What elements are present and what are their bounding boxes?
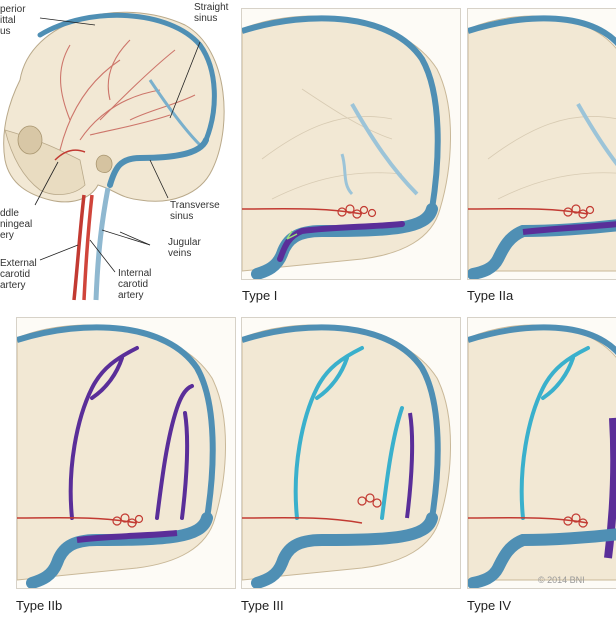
label-middle-meningeal-artery: ddle ningeal ery — [0, 208, 33, 241]
label-external-carotid-artery: External carotid artery — [0, 258, 37, 291]
eye-orbit — [17, 125, 43, 155]
label-internal-carotid-artery: Internal carotid artery — [118, 268, 152, 301]
caption-type-iib: Type IIb — [16, 598, 63, 613]
label-superior-sagittal-sinus: perior ittal us — [0, 4, 26, 37]
label-jugular-veins: Jugular veins — [168, 237, 201, 259]
label-straight-sinus: Straight sinus — [194, 2, 229, 24]
jugular-vein — [93, 187, 111, 301]
superior-sagittal-sinus — [37, 12, 217, 143]
caption-type-iii: Type III — [241, 598, 284, 613]
transverse-sinus — [107, 137, 209, 188]
straight-sinus — [148, 79, 202, 147]
panel-type-iia — [467, 8, 616, 280]
panel-type-iii — [241, 317, 461, 589]
external-carotid — [72, 194, 86, 301]
caption-type-iia: Type IIa — [467, 288, 514, 303]
caption-type-i: Type I — [242, 288, 278, 303]
panel-type-iib — [16, 317, 236, 589]
ear — [95, 154, 113, 174]
copyright-notice: © 2014 BNI — [538, 575, 585, 585]
caption-type-iv: Type IV — [467, 598, 512, 613]
panel-type-iv — [467, 317, 616, 589]
label-transverse-sinus: Transverse sinus — [170, 200, 220, 222]
panel-type-i — [241, 8, 461, 280]
anatomy-overview: perior ittal us Straight sinus ddle ning… — [0, 0, 232, 305]
internal-carotid — [82, 194, 94, 301]
skull-anatomy-illustration — [3, 11, 225, 301]
